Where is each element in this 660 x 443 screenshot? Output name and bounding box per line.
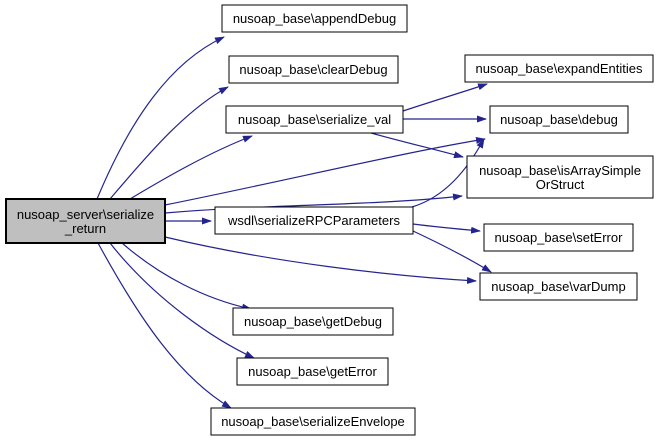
node-var_dump[interactable]: nusoap_base\varDump xyxy=(479,272,638,301)
node-box-get_error[interactable] xyxy=(236,357,389,386)
node-box-serialize_val[interactable] xyxy=(225,105,404,134)
node-box-var_dump[interactable] xyxy=(479,272,638,301)
node-set_error[interactable]: nusoap_base\setError xyxy=(483,223,634,252)
node-serialize_envelope[interactable]: nusoap_base\serializeEnvelope xyxy=(210,407,416,436)
edge-serialize_return-to-clear_debug xyxy=(109,86,229,200)
edge-serialize_val-to-expand_entities xyxy=(402,83,488,112)
nodes-layer: nusoap_server\serialize_return nusoap_bas… xyxy=(5,4,654,436)
edge-serialize_return-to-var_dump xyxy=(164,236,477,284)
node-serialize_val[interactable]: nusoap_base\serialize_val xyxy=(225,105,404,134)
node-label-get_error: nusoap_base\getError xyxy=(248,364,377,379)
edges-layer xyxy=(96,36,492,409)
node-get_error[interactable]: nusoap_base\getError xyxy=(236,357,389,386)
node-box-get_debug[interactable] xyxy=(232,307,394,336)
edge-serialize_val-to-is_array_simple_or_struct xyxy=(370,132,464,159)
node-serialize_rpc_parameters[interactable]: wsdl\serializeRPCParameters xyxy=(214,206,414,235)
node-box-serialize_return[interactable] xyxy=(5,198,166,244)
edge-serialize_return-to-get_error xyxy=(109,242,255,359)
node-label-serialize_return-line2: _return xyxy=(64,221,106,236)
edge-serialize_return-to-append_debug xyxy=(96,36,225,200)
node-label-serialize_val: nusoap_base\serialize_val xyxy=(238,112,391,127)
node-box-clear_debug[interactable] xyxy=(228,55,399,84)
node-label-is_array_simple_or_struct-line2: OrStruct xyxy=(536,177,585,192)
edge-serialize_rpc_parameters-to-set_error xyxy=(412,223,481,234)
edge-serialize_return-to-serialize_val xyxy=(129,135,253,200)
node-label-get_debug: nusoap_base\getDebug xyxy=(244,314,382,329)
node-box-set_error[interactable] xyxy=(483,223,634,252)
node-box-is_array_simple_or_struct[interactable] xyxy=(466,155,654,199)
edge-serialize_rpc_parameters-to-var_dump xyxy=(412,230,492,273)
node-box-serialize_rpc_parameters[interactable] xyxy=(214,206,414,235)
edge-serialize_return-to-debug xyxy=(164,137,486,206)
node-expand_entities[interactable]: nusoap_base\expandEntities xyxy=(464,54,654,83)
node-get_debug[interactable]: nusoap_base\getDebug xyxy=(232,307,394,336)
node-clear_debug[interactable]: nusoap_base\clearDebug xyxy=(228,55,399,84)
edge-serialize_rpc_parameters-to-debug xyxy=(411,138,485,208)
node-debug[interactable]: nusoap_base\debug xyxy=(489,105,629,134)
node-label-debug: nusoap_base\debug xyxy=(500,112,618,127)
node-label-serialize_rpc_parameters: wsdl\serializeRPCParameters xyxy=(227,213,400,228)
node-label-clear_debug: nusoap_base\clearDebug xyxy=(239,62,387,77)
node-label-var_dump: nusoap_base\varDump xyxy=(491,279,625,294)
node-box-append_debug[interactable] xyxy=(221,4,408,33)
edge-serialize_return-to-get_debug xyxy=(121,242,252,311)
node-label-serialize_return-line1: nusoap_server\serialize xyxy=(17,207,154,222)
node-label-expand_entities: nusoap_base\expandEntities xyxy=(476,61,643,76)
node-box-debug[interactable] xyxy=(489,105,629,134)
node-label-append_debug: nusoap_base\appendDebug xyxy=(233,11,396,26)
edge-serialize_return-to-serialize_envelope xyxy=(97,242,232,409)
node-label-serialize_envelope: nusoap_base\serializeEnvelope xyxy=(221,414,405,429)
node-box-serialize_envelope[interactable] xyxy=(210,407,416,436)
node-label-set_error: nusoap_base\setError xyxy=(495,230,624,245)
node-serialize_return[interactable]: nusoap_server\serialize_return xyxy=(5,198,166,244)
edge-serialize_return-to-is_array_simple_or_struct xyxy=(164,193,463,214)
node-append_debug[interactable]: nusoap_base\appendDebug xyxy=(221,4,408,33)
node-label-is_array_simple_or_struct-line1: nusoap_base\isArraySimple xyxy=(479,163,641,178)
node-box-expand_entities[interactable] xyxy=(464,54,654,83)
